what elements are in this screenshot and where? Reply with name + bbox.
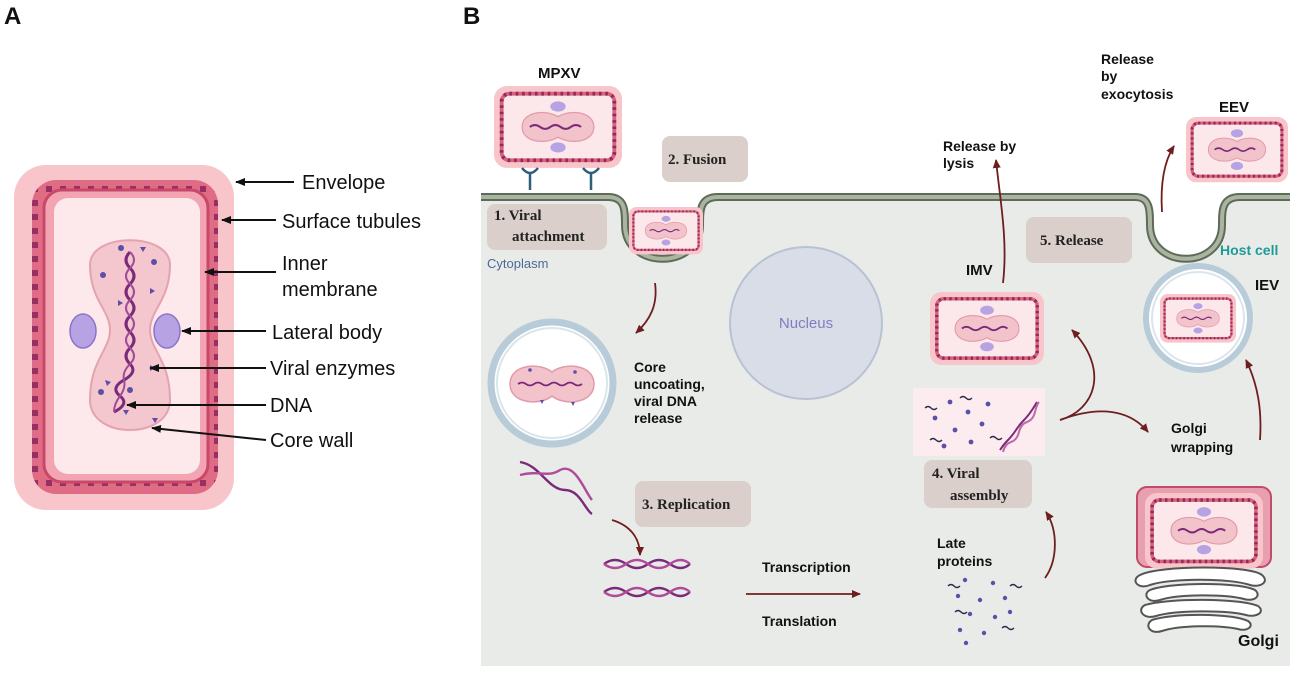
label-lateral-body: Lateral body — [272, 322, 382, 344]
late-protein-dots — [955, 577, 1013, 646]
label-eev: EEV — [1219, 99, 1249, 116]
label-iev: IEV — [1255, 277, 1279, 294]
label-viral-enzymes: Viral enzymes — [270, 358, 395, 380]
label-mpxv: MPXV — [538, 65, 581, 82]
step-4-box: 4. Viral assembly — [924, 460, 1032, 508]
core-uncoating-line-2: uncoating, — [634, 376, 705, 392]
released-dna — [519, 460, 593, 516]
label-core-uncoating: Core uncoating, viral DNA release — [634, 359, 705, 426]
release-exocytosis-line-3: exocytosis — [1101, 86, 1174, 102]
label-cytoplasm: Cytoplasm — [487, 256, 548, 271]
eev-virion — [1184, 115, 1290, 184]
label-surface-tubules: Surface tubules — [282, 211, 421, 233]
label-host-cell: Host cell — [1220, 242, 1278, 258]
label-release-exocytosis: Release by exocytosis — [1101, 51, 1174, 102]
release-lysis-line-2: lysis — [943, 155, 974, 171]
step-1-line-1: 1. Viral — [494, 208, 542, 224]
arrow-replication — [611, 519, 644, 556]
panel-b-letter: B — [463, 3, 480, 30]
core-uncoating-line-3: viral DNA — [634, 393, 697, 409]
late-proteins-line-1: Late — [937, 535, 966, 551]
arrow-exocytosis — [1160, 145, 1175, 213]
label-golgi-wrapping: Golgi wrapping — [1170, 420, 1233, 455]
viral-dna-strand-2 — [113, 251, 135, 413]
late-proteins-line-2: proteins — [937, 553, 992, 569]
assembly-squiggles — [924, 395, 1003, 443]
release-exocytosis-line-1: Release — [1101, 51, 1154, 67]
label-inner-membrane-2: membrane — [282, 279, 378, 301]
lateral-body-right — [153, 313, 181, 349]
arrow-to-golgi — [1059, 410, 1149, 433]
label-transcription: Transcription — [762, 559, 851, 575]
mpxv-virion — [492, 84, 624, 170]
label-inner-membrane-1: Inner — [282, 253, 328, 275]
arrow-release-lysis — [992, 159, 1006, 284]
golgi-apparatus — [1134, 566, 1266, 633]
label-nucleus: Nucleus — [779, 315, 833, 332]
lateral-body-left — [69, 313, 97, 349]
arrow-uncoating — [635, 282, 657, 334]
panel-a-pointer-arrows — [126, 178, 294, 441]
step-4-line-1: 4. Viral — [932, 466, 980, 482]
label-dna: DNA — [270, 395, 313, 417]
arrow-golgi-to-iev — [1245, 359, 1262, 441]
core-uncoating-line-1: Core — [634, 359, 666, 375]
step-2-label: 2. Fusion — [668, 152, 727, 168]
label-golgi: Golgi — [1238, 633, 1279, 650]
nucleus — [729, 246, 883, 400]
step-5-label: 5. Release — [1040, 233, 1104, 249]
assembly-dna — [999, 401, 1040, 453]
uncoating-vesicle — [487, 318, 617, 448]
assembly-dots — [932, 399, 991, 449]
label-imv: IMV — [966, 262, 993, 279]
host-receptors — [521, 167, 600, 190]
label-translation: Translation — [762, 613, 837, 629]
wrapped-virion — [1136, 486, 1272, 571]
arrow-late-proteins — [1044, 511, 1056, 579]
step-3-label: 3. Replication — [642, 497, 731, 513]
host-cell — [481, 197, 1290, 666]
step-4-line-2: assembly — [950, 488, 1009, 504]
poxvirus-virion-diagram — [14, 165, 234, 510]
step-2-box: 2. Fusion — [662, 136, 748, 182]
panel-a-letter: A — [4, 3, 21, 30]
imv-virion — [928, 290, 1046, 367]
release-exocytosis-line-2: by — [1101, 68, 1118, 84]
panel-a-labels: Envelope Surface tubules Inner membrane … — [270, 172, 421, 452]
core-uncoating-line-4: release — [634, 410, 682, 426]
step-3-box: 3. Replication — [635, 481, 751, 527]
step-1-box: 1. Viral attachment — [487, 204, 607, 250]
label-late-proteins: Late proteins — [937, 535, 992, 569]
late-protein-squiggles — [947, 583, 1023, 631]
replicated-dna — [603, 558, 691, 598]
golgi-wrapping-line-1: Golgi — [1171, 420, 1207, 436]
step-5-box: 5. Release — [1026, 217, 1132, 263]
label-release-lysis: Release by lysis — [943, 138, 1016, 171]
label-envelope: Envelope — [302, 172, 385, 194]
release-lysis-line-1: Release by — [943, 138, 1016, 154]
golgi-wrapping-line-2: wrapping — [1170, 439, 1233, 455]
step-1-line-2: attachment — [512, 229, 584, 245]
fusing-virion — [627, 205, 705, 256]
iev-vesicle — [1143, 263, 1253, 373]
label-core-wall: Core wall — [270, 430, 353, 452]
